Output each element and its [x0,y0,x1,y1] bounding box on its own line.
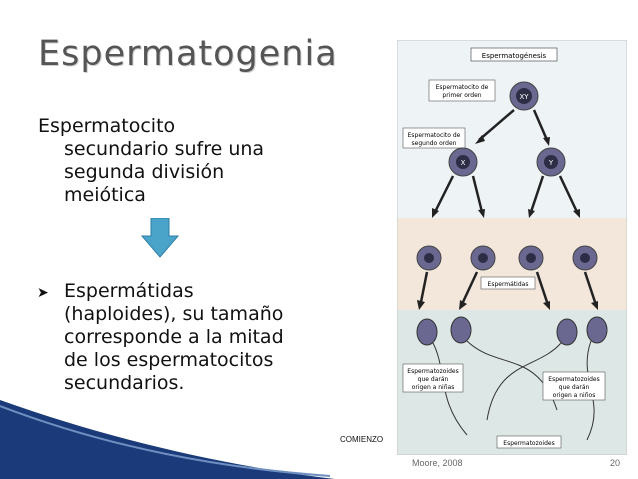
bullet2-line: secundarios. [64,372,185,394]
label-primary-line1: Espermatocito de [436,84,489,91]
bullet1-line4: meiótica [64,184,146,206]
label-secondary-line2: segundo orden [412,140,457,147]
footer-citation: Moore, 2008 [412,458,463,468]
label-boys-line3: origen a niños [553,392,596,399]
bullet1-line1: Espermatocito [38,115,176,137]
bullet2-line: de los espermatocitos [64,349,274,371]
bullet-spermatids: Espermátidas (haploides), su tamaño corr… [64,280,344,395]
bullet1-line2: secundario sufre una [64,138,265,160]
label-girls-line3: origen a niñas [412,384,455,391]
figure-heading: Espermatogénesis [482,52,547,60]
bullet-secondary-spermatocyte: Espermatocito secundario sufre una segun… [38,115,328,207]
bullet2-line: Espermátidas [64,280,194,302]
label-boys-line2: que darán [559,384,590,391]
comienzo-link[interactable]: COMIENZO [340,435,384,444]
secondary-right-chromosome: Y [548,159,554,167]
label-boys-line1: Espermatozoides [548,376,599,383]
secondary-left-chromosome: X [461,159,466,167]
label-girls-line2: que darán [418,376,449,383]
primary-chromosomes: XY [519,93,529,101]
spermatogenesis-figure: Espermatogénesis Espermatocito de primer… [397,40,627,455]
slide-title: Espermatogenia [38,34,338,74]
decorative-swoosh [0,400,335,479]
bullet2-line: corresponde a la mitad [64,326,284,348]
label-primary-line2: primer orden [442,92,481,99]
bullet2-line: (haploides), su tamaño [64,303,284,325]
label-sperm: Espermatozoides [503,440,554,447]
down-arrow-icon [141,218,179,258]
bullet-arrow-icon: ➤ [37,285,49,301]
label-girls-line1: Espermatozoides [407,368,458,375]
slide-number: 20 [610,458,621,468]
label-secondary-line1: Espermatocito de [408,132,461,139]
bullet1-line3: segunda división [64,161,225,183]
label-spermatids: Espermátidas [488,281,529,288]
